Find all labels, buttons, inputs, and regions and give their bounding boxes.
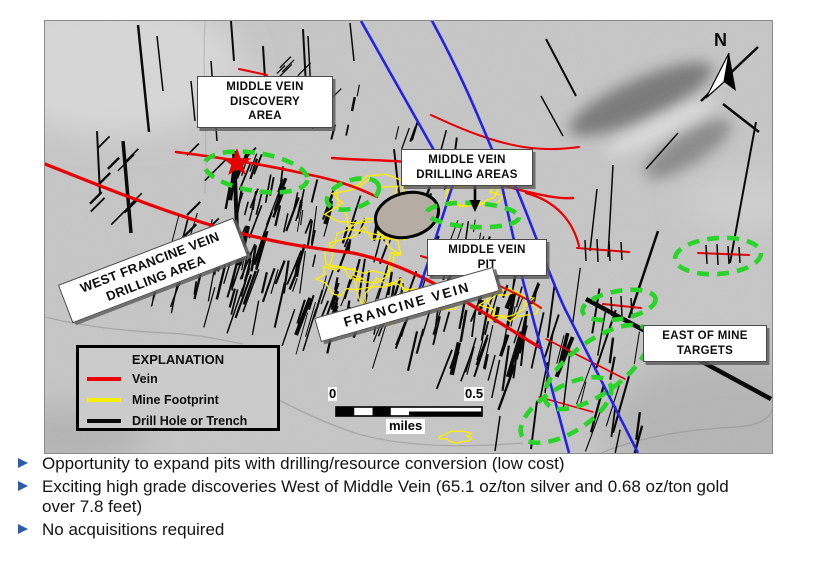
target-ellipses-layer — [202, 149, 764, 446]
north-arrow-icon — [705, 52, 736, 99]
scale-unit-label: miles — [386, 418, 426, 434]
bullet-item: Opportunity to expand pits with drilling… — [16, 454, 782, 474]
legend-label-mine-footprint: Mine Footprint — [132, 393, 219, 407]
bullet-item: Exciting high grade discoveries West of … — [16, 477, 782, 517]
arrow-bullet-icon — [18, 480, 28, 491]
arrow-bullet-icon — [18, 458, 28, 468]
mine-footprint-line-swatch — [87, 398, 121, 402]
stream-lines-layer — [45, 21, 772, 453]
bullet-text: Opportunity to expand pits with drilling… — [42, 454, 565, 473]
scale-end-label: 0.5 — [464, 386, 485, 402]
label-middle-vein-pit: MIDDLE VEIN PIT — [427, 239, 547, 277]
arrow-bullet-icon — [18, 523, 28, 534]
legend-box: EXPLANATION Vein Mine Footprint Drill Ho… — [76, 345, 280, 431]
legend-title: EXPLANATION — [131, 352, 225, 367]
bullet-text: Exciting high grade discoveries West of … — [42, 476, 729, 516]
vein-line-swatch — [87, 377, 121, 381]
label-middle-vein-discovery-area: MIDDLE VEIN DISCOVERY AREA — [197, 76, 333, 129]
open-pit-shape — [373, 190, 441, 240]
label-middle-vein-drilling-areas: MIDDLE VEIN DRILLING AREAS — [401, 149, 533, 187]
discovery-star-icon — [222, 148, 252, 176]
bullet-text: No acquisitions required — [42, 519, 225, 539]
scale-start-label: 0 — [328, 386, 338, 402]
legend-label-drill-hole: Drill Hole or Trench — [132, 414, 248, 428]
target-tick-marks — [584, 238, 741, 318]
bullet-item: No acquisitions required — [16, 520, 782, 540]
bullet-list: Opportunity to expand pits with drilling… — [16, 454, 796, 543]
map-figure: MIDDLE VEIN DISCOVERY AREA MIDDLE VEIN D… — [44, 20, 773, 454]
drill-hole-line-swatch — [87, 419, 121, 423]
north-label: N — [714, 30, 727, 50]
legend-row-vein: Vein — [87, 372, 271, 386]
scale-bar — [335, 406, 483, 417]
legend-row-mine-footprint: Mine Footprint — [87, 393, 271, 407]
label-east-of-mine-targets: EAST OF MINE TARGETS — [643, 325, 767, 363]
legend-row-drill-hole: Drill Hole or Trench — [87, 414, 271, 428]
legend-label-vein: Vein — [132, 372, 158, 386]
